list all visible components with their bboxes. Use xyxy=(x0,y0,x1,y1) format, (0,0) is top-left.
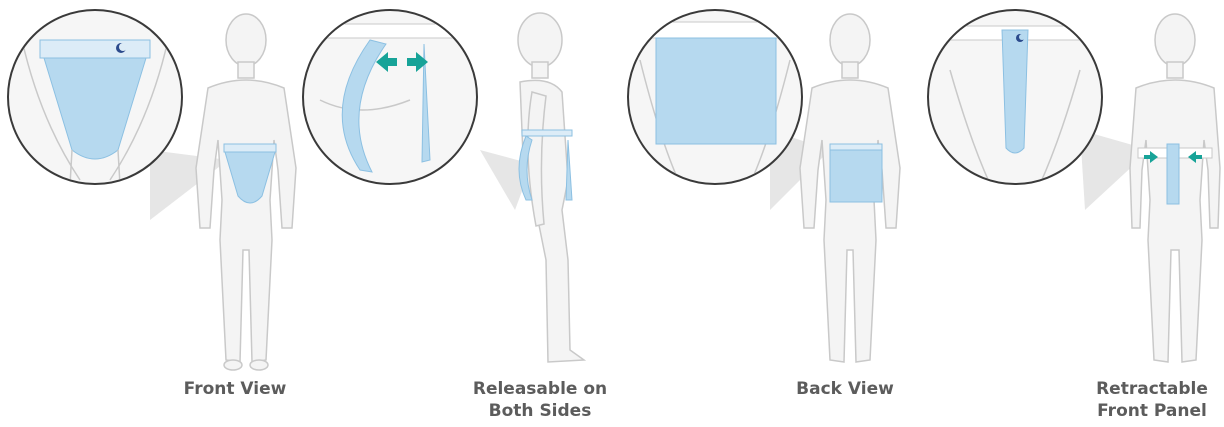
front-view-illustration xyxy=(0,0,300,427)
caption-back-view: Back View xyxy=(770,378,920,400)
side-view-panel: Releasable on Both Sides xyxy=(300,0,620,427)
front-magnifier xyxy=(8,10,182,185)
back-magnifier xyxy=(628,10,802,184)
retractable-illustration xyxy=(920,0,1224,427)
caption-retractable: Retractable Front Panel xyxy=(1080,378,1224,422)
magnifier-wedge xyxy=(150,150,228,220)
retractable-panel: Retractable Front Panel xyxy=(920,0,1224,427)
front-view-panel: Front View xyxy=(0,0,300,427)
caption-front-view: Front View xyxy=(160,378,310,400)
side-magnifier xyxy=(303,10,477,184)
caption-releasable: Releasable on Both Sides xyxy=(465,378,615,422)
side-view-illustration xyxy=(300,0,620,427)
back-view-illustration xyxy=(620,0,920,427)
back-garment xyxy=(830,144,882,202)
retractable-magnifier xyxy=(928,10,1102,184)
back-view-panel: Back View xyxy=(620,0,920,427)
